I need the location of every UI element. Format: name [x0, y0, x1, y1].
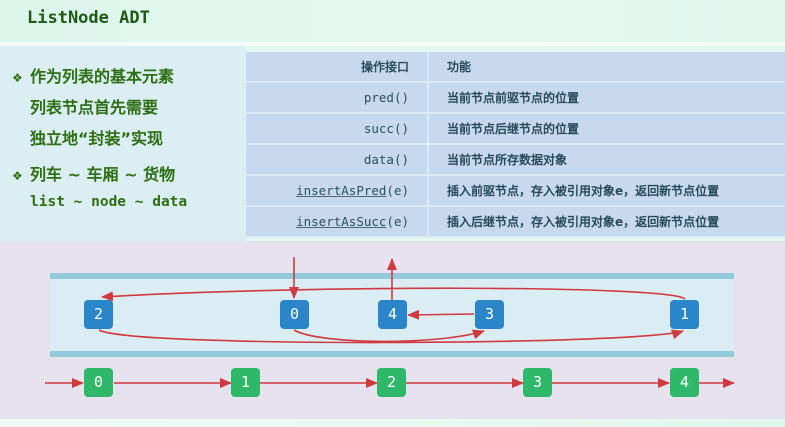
logical-node: 2	[377, 368, 406, 397]
api-name: data()	[246, 144, 429, 176]
table-row: insertAsPred(e) 插入前驱节点，存入被引用对象e，返回新节点位置	[246, 175, 785, 207]
bottom-strip	[0, 419, 785, 427]
api-desc: 插入后继节点，存入被引用对象e，返回新节点位置	[428, 206, 785, 238]
api-link[interactable]: insertAsSucc	[296, 214, 387, 229]
table-row: succ() 当前节点后继节点的位置	[246, 113, 785, 145]
api-name: pred()	[246, 82, 429, 114]
api-name: insertAsPred(e)	[246, 175, 429, 207]
table-row: pred() 当前节点前驱节点的位置	[246, 82, 785, 114]
api-name: succ()	[246, 113, 429, 145]
api-desc: 当前节点前驱节点的位置	[428, 82, 785, 114]
api-link[interactable]: insertAsPred	[296, 183, 387, 198]
logical-node: 1	[231, 368, 260, 397]
bullet-text: list ~ node ~ data	[30, 194, 188, 210]
api-table: 操作接口 功能 pred() 当前节点前驱节点的位置 succ() 当前节点后继…	[246, 52, 785, 238]
bullet-text: 列表节点首先需要	[30, 98, 159, 117]
bullet-item: ❖列车 ~ 车厢 ~ 货物	[12, 165, 176, 184]
api-desc: 插入前驱节点，存入被引用对象e，返回新节点位置	[428, 175, 785, 207]
diamond-bullet-icon: ❖	[12, 169, 23, 183]
table-row: insertAsSucc(e) 插入后继节点，存入被引用对象e，返回新节点位置	[246, 206, 785, 238]
diamond-bullet-icon: ❖	[12, 71, 23, 85]
title-bar: ListNode ADT	[0, 0, 785, 42]
physical-node: 0	[280, 300, 309, 329]
api-desc: 当前节点后继节点的位置	[428, 113, 785, 145]
table-row: data() 当前节点所存数据对象	[246, 144, 785, 176]
physical-node: 3	[475, 300, 504, 329]
api-name: insertAsSucc(e)	[246, 206, 429, 238]
logical-node: 0	[84, 368, 113, 397]
api-desc: 当前节点所存数据对象	[428, 144, 785, 176]
table-header-row: 操作接口 功能	[246, 52, 785, 83]
memory-band-top-edge	[50, 273, 734, 279]
header-function: 功能	[428, 52, 785, 83]
logical-node: 3	[523, 368, 552, 397]
physical-node: 2	[84, 300, 113, 329]
page-title: ListNode ADT	[27, 8, 150, 28]
divider	[0, 42, 785, 46]
logical-node: 4	[670, 368, 699, 397]
bullet-panel: ❖作为列表的基本元素 列表节点首先需要 独立地“封装”实现 ❖列车 ~ 车厢 ~…	[0, 46, 246, 241]
memory-band-bottom-edge	[50, 351, 734, 357]
bullet-item: ❖作为列表的基本元素	[12, 67, 175, 86]
bullet-text: 独立地“封装”实现	[30, 129, 164, 148]
physical-node: 1	[670, 300, 699, 329]
physical-node: 4	[378, 300, 407, 329]
header-interface: 操作接口	[246, 52, 429, 83]
